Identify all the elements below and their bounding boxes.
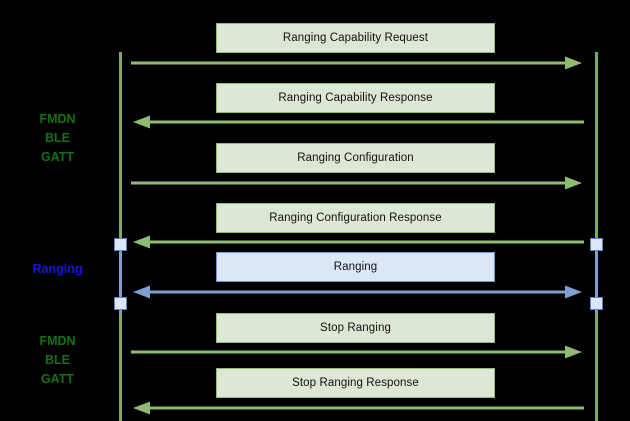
left-lifeline-green-top (119, 52, 122, 244)
message-arrow-stop-ranging-response (130, 399, 585, 417)
message-box-stop-ranging: Stop Ranging (216, 313, 495, 343)
phase-label-fmdn-ble-gatt-top: FMDN BLE GATT (39, 112, 76, 164)
message-box-ranging-configuration-response: Ranging Configuration Response (216, 203, 495, 233)
message-arrow-ranging-capability-response (130, 113, 585, 131)
message-arrow-ranging-bidirectional (130, 283, 585, 301)
activation-left-end (114, 297, 127, 310)
right-lifeline-green-top (595, 52, 598, 244)
message-box-ranging-configuration: Ranging Configuration (216, 143, 495, 173)
left-lifeline-green-bottom (119, 313, 122, 421)
phase-label-fmdn-ble-gatt-bottom: FMDN BLE GATT (39, 334, 76, 386)
message-arrow-stop-ranging (130, 343, 585, 361)
message-arrow-ranging-configuration (130, 174, 585, 192)
activation-left-start (114, 238, 127, 251)
message-arrow-ranging-configuration-response (130, 233, 585, 251)
message-arrow-ranging-capability-request (130, 54, 585, 72)
activation-right-end (590, 297, 603, 310)
message-box-ranging: Ranging (216, 252, 495, 282)
activation-right-start (590, 238, 603, 251)
left-lifeline-blue-ranging (119, 244, 122, 314)
right-lifeline-blue-ranging (595, 244, 598, 314)
right-lifeline-green-bottom (595, 313, 598, 421)
message-box-stop-ranging-response: Stop Ranging Response (216, 368, 495, 398)
phase-label-ranging: Ranging (32, 262, 83, 276)
message-box-ranging-capability-request: Ranging Capability Request (216, 23, 495, 53)
message-box-ranging-capability-response: Ranging Capability Response (216, 83, 495, 113)
